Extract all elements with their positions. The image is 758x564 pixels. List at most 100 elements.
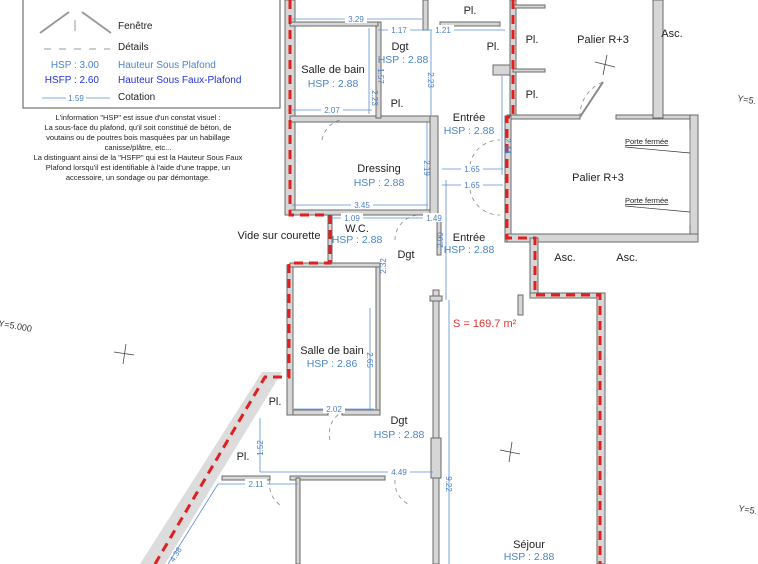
wall xyxy=(289,475,386,481)
wall xyxy=(292,409,329,416)
room-name: Pl. xyxy=(237,451,250,463)
room-hsp: HSP : 2.88 xyxy=(374,429,425,441)
courtyard-void-label: Vide sur courette xyxy=(238,230,321,242)
door-swing xyxy=(321,119,341,141)
room-name: Palier R+3 xyxy=(577,34,629,46)
room-name: Asc. xyxy=(616,252,637,264)
door-swing xyxy=(394,214,421,241)
room-name: W.C. xyxy=(345,223,369,235)
wall xyxy=(517,294,524,316)
cross-icon xyxy=(594,54,616,76)
note-line: La sous-face du plafond, qu'il soit cons… xyxy=(45,123,232,132)
dimension-lines xyxy=(167,18,505,564)
room-name: Pl. xyxy=(464,5,477,17)
room-name: Palier R+3 xyxy=(572,172,624,184)
door-swing xyxy=(328,411,343,441)
room-labels: Salle de bain HSP : 2.88 Dgt HSP : 2.88 … xyxy=(237,5,683,563)
dimension-value: 2.02 xyxy=(326,405,342,414)
note-line: L'information "HSP" est issue d'un const… xyxy=(56,113,221,122)
legend-hsfp-meaning: Hauteur Sous Faux-Plafond xyxy=(118,75,241,86)
wall xyxy=(512,68,546,73)
surface-boundary xyxy=(153,0,602,564)
dimension-value: 3.29 xyxy=(348,15,364,24)
legend-note: L'information "HSP" est issue d'un const… xyxy=(34,113,243,182)
legend-hsp-meaning: Hauteur Sous Plafond xyxy=(118,60,216,71)
legend-dimension-example: 1.59 xyxy=(68,94,84,103)
closed-door-label: Porte fermée xyxy=(625,196,668,205)
room-name: Pl. xyxy=(391,98,404,110)
boundary-left xyxy=(153,0,332,564)
legend-hsp-example: HSP : 3.00 xyxy=(51,60,100,71)
dimension-value: 1.21 xyxy=(435,26,451,35)
room-name: Dgt xyxy=(390,415,407,427)
room-name: Pl. xyxy=(487,41,500,53)
dimension-value: 2.11 xyxy=(249,480,265,489)
room-hsp: HSP : 2.88 xyxy=(444,244,495,256)
dimension-value: 9.22 xyxy=(444,476,453,492)
door-swing xyxy=(469,139,501,166)
reference-marks xyxy=(113,54,616,463)
room-name: Asc. xyxy=(554,252,575,264)
room-hsp: HSP : 2.88 xyxy=(378,54,429,66)
wall xyxy=(506,114,581,120)
room-name: Salle de bain xyxy=(301,64,365,76)
dimension-value: 1.17 xyxy=(391,26,407,35)
note-line: accessoire, un sondage ou par démontage. xyxy=(66,173,210,182)
wall xyxy=(375,264,381,416)
note-line: La distinguant ainsi de la "HSFP" qui es… xyxy=(34,153,243,162)
dimension-value: 2.65 xyxy=(365,352,374,368)
room-name: Pl. xyxy=(526,89,539,101)
wall xyxy=(295,477,301,564)
cross-icon xyxy=(499,441,521,463)
legend: Fenêtre Détails HSP : 3.00 Hauteur Sous … xyxy=(22,0,281,182)
closed-door-label: Porte fermée xyxy=(625,137,668,146)
legend-hsfp-example: HSFP : 2.60 xyxy=(45,75,100,86)
note-line: Plafond lorsqu'il est identifiable à l'a… xyxy=(46,163,230,172)
legend-box xyxy=(22,0,281,109)
dimension-value: 2.90 xyxy=(436,232,445,248)
leader-line xyxy=(624,205,691,213)
room-name: Séjour xyxy=(513,539,545,551)
dimension-labels: 3.29 1.17 1.21 1.57 2.23 2.23 2.07 2.19 … xyxy=(168,14,512,564)
doors xyxy=(269,81,691,506)
dimension-value: 3.45 xyxy=(354,201,370,210)
wall xyxy=(432,289,440,564)
dimension-value: 1.49 xyxy=(426,214,442,223)
note-line: canisse/plâtre, etc... xyxy=(105,143,172,152)
door-swing xyxy=(394,479,411,506)
dimension-value: 2.23 xyxy=(426,72,435,88)
wall xyxy=(430,437,442,479)
dimension-value: 1.09 xyxy=(344,214,360,223)
boundary-right xyxy=(505,0,602,564)
room-hsp: HSP : 2.88 xyxy=(444,125,495,137)
surface-label: S = 169.7 m² xyxy=(453,318,517,330)
wall xyxy=(652,0,664,119)
wall xyxy=(289,115,435,123)
legend-window-label: Fenêtre xyxy=(118,21,153,32)
dimension-value: 2.44 xyxy=(503,138,512,154)
wall xyxy=(439,21,501,27)
leader-line xyxy=(624,146,691,154)
wall xyxy=(289,262,381,268)
door-leaf xyxy=(579,81,604,118)
wall xyxy=(689,114,699,243)
dimension-value: 2.19 xyxy=(422,160,431,176)
dimension-value: 4.49 xyxy=(391,468,407,477)
room-name: Asc. xyxy=(661,28,682,40)
room-name: Entrée xyxy=(453,112,485,124)
dimension-value: 2.32 xyxy=(379,258,388,274)
room-name: Dgt xyxy=(391,41,408,53)
room-name: Dressing xyxy=(357,163,400,175)
dimension-value: 2.07 xyxy=(324,106,340,115)
annotations: Porte fermée Porte fermée Vide sur coure… xyxy=(0,93,758,516)
level-label: Y=5.000 xyxy=(0,318,33,334)
room-name: Dgt xyxy=(397,249,414,261)
door-swing xyxy=(269,479,281,506)
dimension-value: 1.65 xyxy=(464,181,480,190)
room-hsp: HSP : 2.88 xyxy=(354,177,405,189)
dimension-line xyxy=(167,483,219,564)
wall xyxy=(341,409,381,416)
door-swing xyxy=(469,189,501,216)
dimension-value: 1.65 xyxy=(464,165,480,174)
